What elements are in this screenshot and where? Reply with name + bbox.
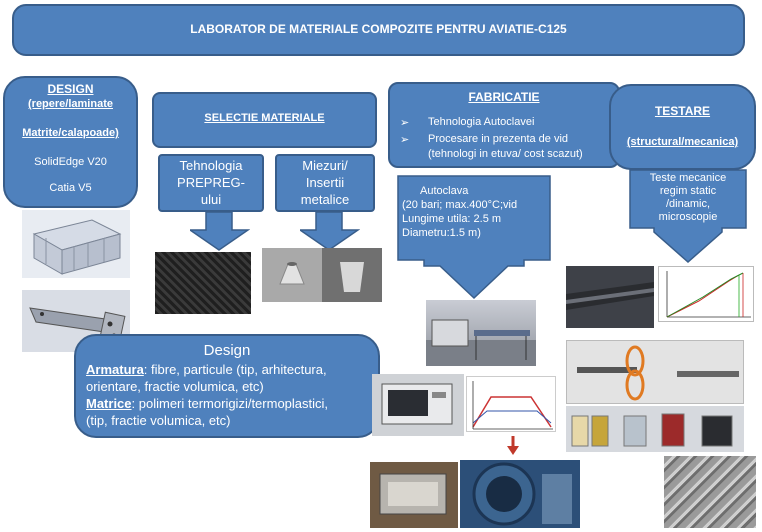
armatura-row: Armatura: fibre, particule (tip, arhitec… (86, 362, 327, 377)
autoclave-photo (460, 460, 580, 528)
cure-cycle-drawing (472, 381, 553, 430)
cad-mold-drawing (32, 219, 122, 275)
prepreg-line-1: Tehnologia (179, 158, 243, 173)
matrice-text-1: : polimeri termorigizi/termoplastici, (131, 396, 329, 411)
miezuri-line-1: Miezuri/ (302, 158, 348, 173)
autoclava-arrow (397, 175, 551, 300)
miezuri-line-2: Insertii (305, 175, 345, 190)
testare-subheading: (structural/mecanica) (626, 136, 739, 148)
teste-line-3: /dinamic, (665, 198, 711, 210)
inserts-drawing (262, 248, 382, 302)
matrice-label: Matrice (86, 396, 132, 411)
autoclava-line-3: Lungime utila: 2.5 m (402, 213, 502, 225)
design-software-1: SolidEdge V20 (34, 156, 107, 168)
autoclave-drawing (472, 462, 572, 526)
fabricatie-bullet-2: Procesare in prezenta de vid (428, 133, 569, 145)
title-box: LABORATOR DE MATERIALE COMPOZITE PENTRU … (12, 4, 745, 56)
design-software-2: Catia V5 (49, 182, 92, 194)
autoclava-line-2: (20 bari; max.400°C;vid (402, 199, 518, 211)
fabricatie-bullet-1-marker: ➢ (400, 117, 410, 129)
fabricatie-bullet-1: Tehnologia Autoclavei (428, 116, 535, 128)
testare-heading: TESTARE (654, 104, 711, 118)
teste-line-2: regim static (659, 185, 717, 197)
design-line2: Matrite/calapoade) (22, 127, 119, 139)
armatura-text-1: : fibre, particule (tip, arhitectura, (143, 362, 327, 377)
cad-mold-image (22, 210, 130, 278)
oven-drawing (381, 383, 453, 425)
teste-arrow (629, 169, 747, 264)
autoclave-lab-drawing (426, 319, 536, 366)
design-heading: DESIGN (47, 82, 94, 96)
autoclava-line-1: Autoclava (420, 185, 469, 197)
autoclava-line-4: Diametru:1.5 m) (402, 227, 481, 239)
matrice-row: Matrice: polimeri termorigizi/termoplast… (86, 396, 328, 411)
design-details-heading: Design (203, 342, 251, 359)
page-title: LABORATOR DE MATERIALE COMPOZITE PENTRU … (190, 22, 567, 36)
fabricatie-bullet-2-cont: (tehnologi in etuva/ cost scazut) (428, 148, 583, 160)
microscopy-photo (664, 456, 756, 528)
sandwich-panel-photo (566, 266, 654, 328)
miezuri-line-3: metalice (300, 192, 350, 207)
oven-photo (372, 374, 464, 436)
teste-line-1: Teste mecanice (649, 172, 727, 184)
prepreg-arrow (190, 212, 250, 251)
fabricatie-bullet-2-marker: ➢ (400, 134, 410, 146)
design-details-box: Design Armatura: fibre, particule (tip, … (74, 334, 380, 438)
armatura-label: Armatura (86, 362, 144, 377)
chemical-test-drawing (571, 413, 733, 447)
layup-drawing (379, 473, 447, 515)
autoclave-lab-photo (426, 300, 536, 366)
design-line1: (repere/laminate (28, 98, 113, 110)
stress-strain-drawing (666, 271, 751, 318)
matrice-text-2: (tip, fractie volumica, etc) (86, 413, 231, 428)
prepreg-line-2: PREPREG- (177, 175, 245, 190)
fabricatie-heading: FABRICATIE (468, 90, 540, 104)
metal-inserts-image (262, 248, 382, 302)
prepreg-box: Tehnologia PREPREG- ului (158, 154, 264, 212)
miezuri-arrow (300, 212, 360, 251)
miezuri-box: Miezuri/ Insertii metalice (275, 154, 375, 212)
carbon-fabric-image (155, 252, 251, 314)
stress-strain-graph (658, 266, 754, 322)
specimens-drawing (577, 345, 739, 401)
cure-cycle-chart (466, 376, 556, 432)
red-down-arrow (507, 436, 519, 455)
selectie-box: SELECTIE MATERIALE (152, 92, 377, 148)
testare-box: TESTARE (structural/mecanica) (609, 84, 756, 170)
design-box: DESIGN (repere/laminate Matrite/calapoad… (3, 76, 138, 208)
prepreg-line-3: ului (200, 192, 222, 207)
fabricatie-box: FABRICATIE ➢ Tehnologia Autoclavei ➢ Pro… (388, 82, 620, 168)
specimens-photo (566, 340, 744, 404)
chemical-test-photo (566, 406, 744, 452)
armatura-text-2: orientare, fractie volumica, etc) (86, 379, 264, 394)
layup-photo (370, 462, 458, 528)
teste-line-4: microscopie (658, 211, 718, 223)
selectie-heading: SELECTIE MATERIALE (204, 112, 325, 124)
sandwich-panel-drawing (566, 282, 654, 310)
